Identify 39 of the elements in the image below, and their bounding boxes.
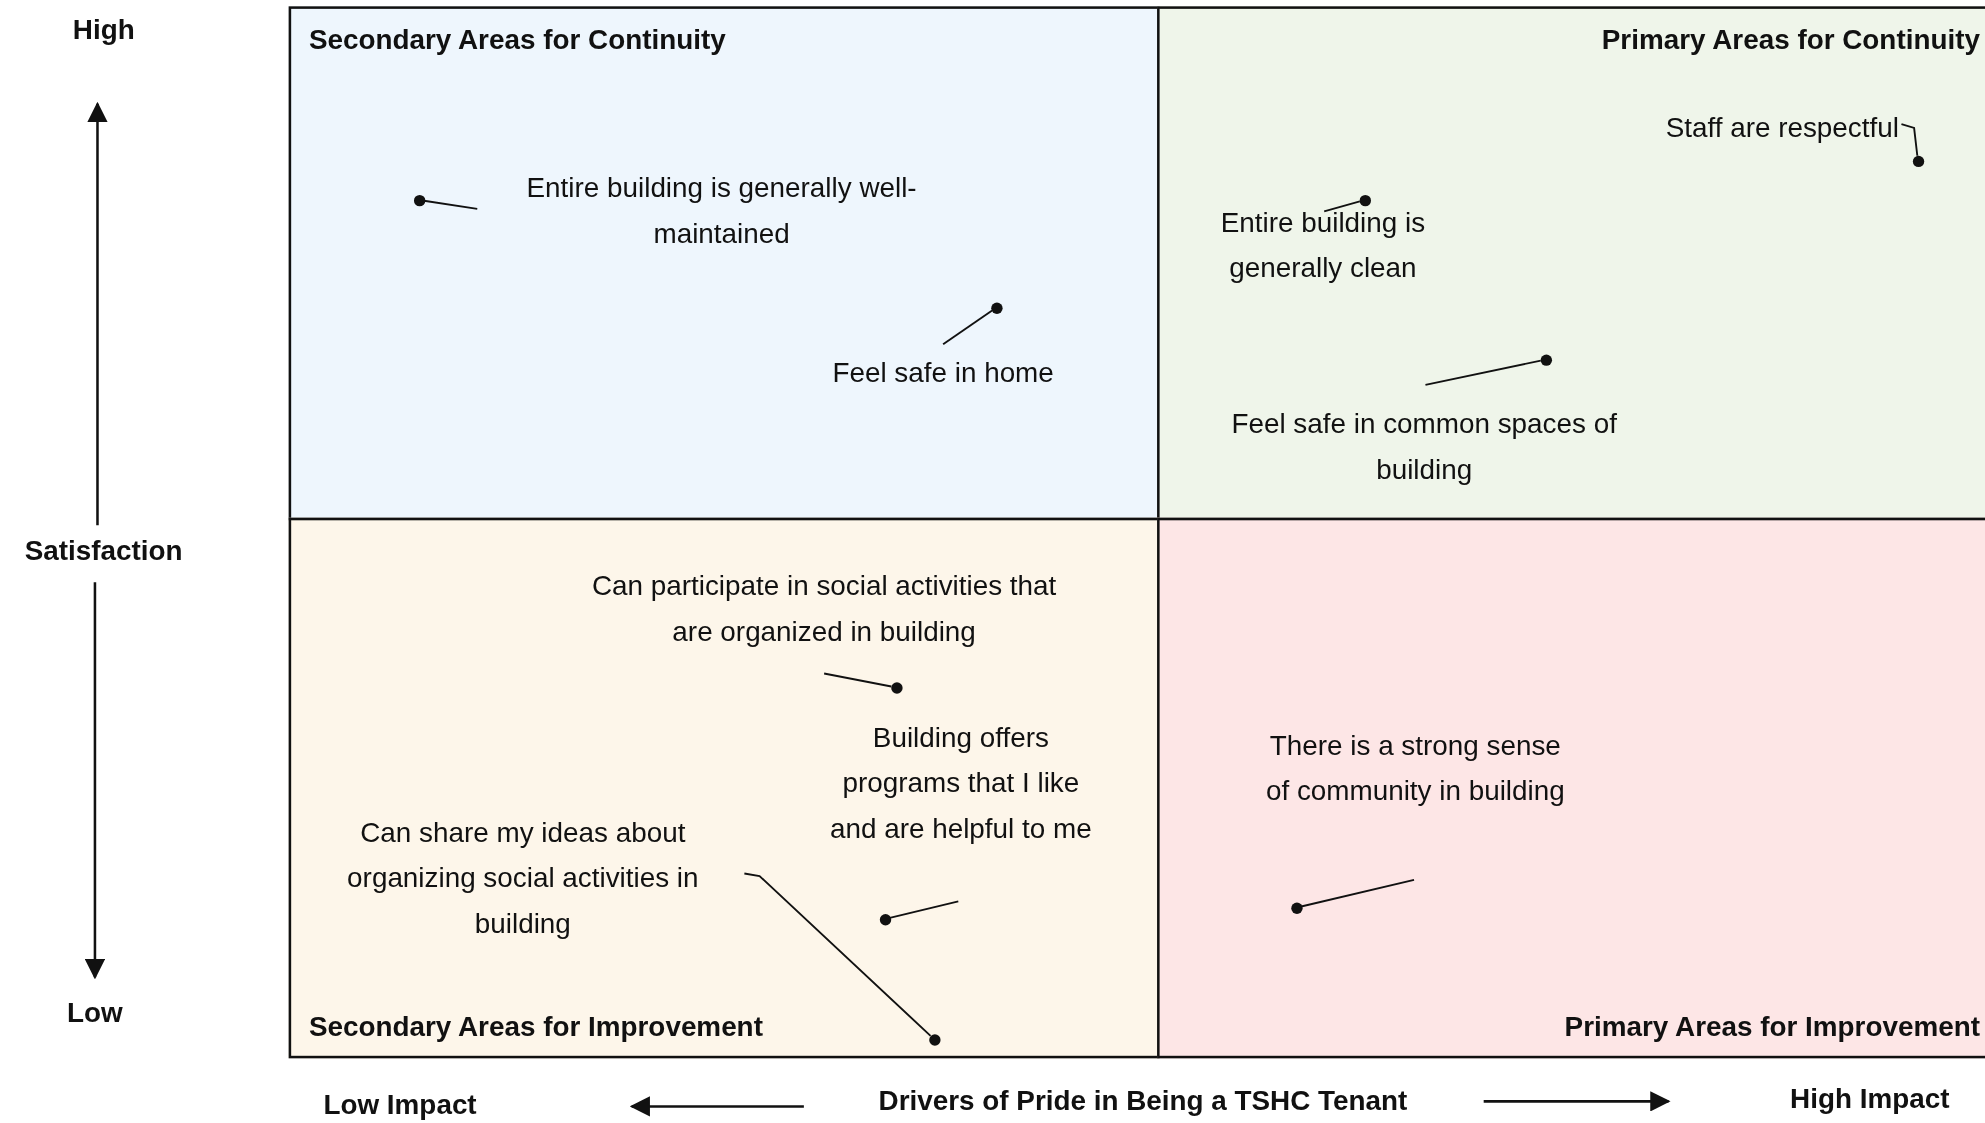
- quadrant-heading: Primary Areas for Improvement: [1564, 1010, 1980, 1044]
- leader-line: [823, 672, 893, 688]
- data-point: [413, 194, 425, 206]
- statement-label: Feel safe in common spaces of building: [1202, 401, 1646, 493]
- statement-label: Entire building is generally clean: [1171, 200, 1475, 292]
- data-point: [1912, 155, 1924, 167]
- statement-label: Can share my ideas about organizing social activities in building: [335, 810, 711, 947]
- axis-label: High Impact: [1790, 1082, 1950, 1116]
- statement-label: There is a strong sense of community in building: [1257, 722, 1574, 814]
- data-point: [928, 1033, 940, 1046]
- statement-label: Staff are respectful: [1582, 105, 1899, 151]
- quadrant-heading: Secondary Areas for Continuity: [308, 24, 726, 57]
- axis-label: Low Impact: [323, 1088, 477, 1122]
- statement-label: Entire building is generally well-maintained: [525, 165, 918, 257]
- leader-line: [1424, 359, 1542, 386]
- leader-line: [1323, 200, 1361, 213]
- axis-label: Satisfaction: [24, 534, 183, 568]
- data-point: [879, 913, 891, 925]
- axis-label: High: [72, 13, 135, 47]
- quadrant-panel: [1157, 517, 1985, 1059]
- data-point: [1540, 353, 1552, 366]
- quadrant-panel: [288, 517, 1160, 1059]
- statement-label: Building offers programs that I like and are helpful to me: [822, 715, 1099, 852]
- leader-line: [1900, 123, 1919, 157]
- leader-line: [888, 900, 960, 919]
- statement-label: Feel safe in home: [791, 350, 1096, 397]
- data-point: [990, 301, 1002, 314]
- leader-line: [743, 872, 932, 1037]
- quadrant-heading: Primary Areas for Continuity: [1601, 24, 1980, 57]
- leader-line: [942, 309, 994, 346]
- leader-line: [423, 199, 479, 210]
- axis-label: Low: [67, 996, 123, 1030]
- data-point: [1290, 902, 1302, 914]
- quadrant-heading: Secondary Areas for Improvement: [308, 1010, 763, 1044]
- data-point: [890, 681, 902, 694]
- leader-line: [1300, 878, 1415, 908]
- data-point: [1359, 194, 1371, 206]
- statement-label: Can participate in social activities that are organized in building: [573, 563, 1075, 655]
- axis-label: Drivers of Pride in Being a TSHC Tenant: [878, 1084, 1408, 1118]
